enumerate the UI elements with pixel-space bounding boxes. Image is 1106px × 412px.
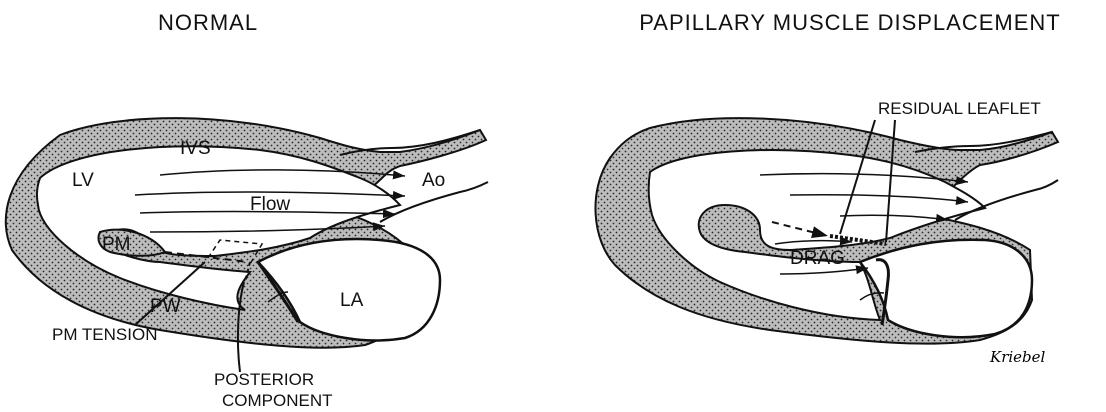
normal-title: NORMAL (158, 10, 258, 35)
pw-label: PW (150, 296, 181, 317)
lv-label: LV (72, 170, 94, 191)
artist-signature: Kriebel (989, 348, 1046, 366)
displacement-panel: PAPILLARY MUSCLE DISPLACEMENT RESIDUAL L… (595, 10, 1060, 366)
flow-label: Flow (250, 194, 290, 215)
displacement-title: PAPILLARY MUSCLE DISPLACEMENT (639, 10, 1060, 35)
ivs-label: IVS (180, 138, 211, 159)
ao-label: Ao (422, 170, 445, 191)
component-label: COMPONENT (222, 391, 333, 410)
posterior-label: POSTERIOR (214, 370, 314, 389)
residual-leaflet-label: RESIDUAL LEAFLET (878, 99, 1041, 118)
pm-label: PM (102, 234, 131, 255)
la-label: LA (340, 290, 364, 311)
pm-tension-label: PM TENSION (52, 325, 157, 344)
normal-panel: NORMAL IVS LV Ao Flow PM PW (6, 10, 488, 410)
drag-label: DRAG (790, 248, 845, 269)
